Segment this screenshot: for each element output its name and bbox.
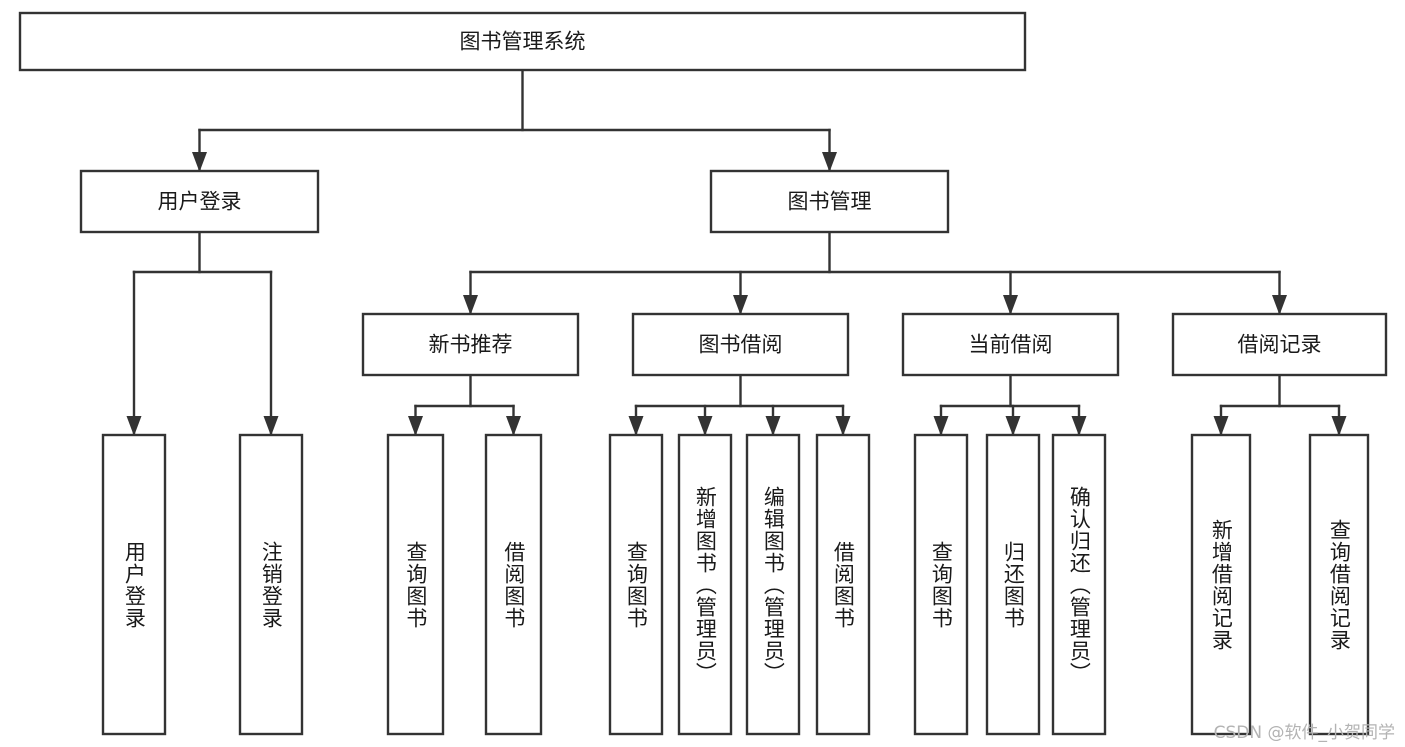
edge-layer (126, 68, 1347, 436)
arrow-head-new-book-recommend-to-leaf-borrow-book-1 (506, 416, 521, 436)
box-layer (18, 11, 1388, 736)
node-box-leaf-return-book[interactable] (985, 433, 1041, 736)
node-label-user-login: 用户登录 (158, 190, 242, 214)
node-box-leaf-query-book-2[interactable] (608, 433, 664, 736)
node-box-leaf-add-book[interactable] (677, 433, 733, 736)
arrow-head-book-borrow-to-leaf-query-book-2 (628, 416, 644, 436)
node-box-leaf-query-record[interactable] (1308, 433, 1370, 736)
arrow-head-current-borrow-to-leaf-return-book (1005, 416, 1021, 436)
arrow-head-root-to-user-login (192, 152, 207, 172)
node-box-leaf-borrow-book-1[interactable] (484, 433, 543, 736)
node-box-leaf-confirm-return[interactable] (1051, 433, 1107, 736)
arrow-head-book-manage-to-new-book-recommend (463, 295, 478, 315)
node-box-leaf-edit-book[interactable] (745, 433, 801, 736)
arrow-head-book-borrow-to-leaf-edit-book (765, 416, 781, 436)
arrow-head-user-login-to-leaf-logout (263, 416, 279, 436)
node-box-leaf-add-record[interactable] (1190, 433, 1252, 736)
arrow-head-book-manage-to-current-borrow (1003, 295, 1018, 315)
arrow-head-book-manage-to-borrow-record (1272, 295, 1287, 315)
arrow-head-user-login-to-leaf-user-login (126, 416, 142, 436)
node-label-book-manage: 图书管理 (788, 190, 872, 214)
node-box-borrow-record[interactable] (1171, 312, 1388, 377)
node-box-root[interactable] (18, 11, 1027, 72)
node-box-current-borrow[interactable] (901, 312, 1120, 377)
node-box-leaf-query-book-1[interactable] (386, 433, 445, 736)
arrow-head-book-borrow-to-leaf-borrow-book-2 (835, 416, 851, 436)
arrow-head-new-book-recommend-to-leaf-query-book-1 (408, 416, 423, 436)
arrow-head-borrow-record-to-leaf-add-record (1213, 416, 1229, 436)
arrow-head-book-borrow-to-leaf-add-book (697, 416, 713, 436)
node-label-root: 图书管理系统 (460, 30, 586, 54)
arrow-head-book-manage-to-book-borrow (733, 295, 748, 315)
node-box-user-login[interactable] (79, 169, 320, 234)
node-box-leaf-borrow-book-2[interactable] (815, 433, 871, 736)
arrow-head-borrow-record-to-leaf-query-record (1331, 416, 1347, 436)
node-box-book-borrow[interactable] (631, 312, 850, 377)
node-box-leaf-user-login[interactable] (101, 433, 167, 736)
node-box-book-manage[interactable] (709, 169, 950, 234)
watermark-text: CSDN @软件_小贺同学 (1213, 723, 1395, 743)
arrow-head-root-to-book-manage (822, 152, 837, 172)
node-box-leaf-logout[interactable] (238, 433, 304, 736)
node-label-borrow-record: 借阅记录 (1238, 333, 1322, 357)
node-box-new-book-recommend[interactable] (361, 312, 580, 377)
node-label-book-borrow: 图书借阅 (699, 333, 783, 357)
arrow-head-current-borrow-to-leaf-confirm-return (1071, 416, 1087, 436)
node-label-current-borrow: 当前借阅 (969, 333, 1053, 357)
node-label-new-book-recommend: 新书推荐 (429, 333, 513, 357)
node-box-leaf-query-book-3[interactable] (913, 433, 969, 736)
arrow-head-current-borrow-to-leaf-query-book-3 (933, 416, 949, 436)
